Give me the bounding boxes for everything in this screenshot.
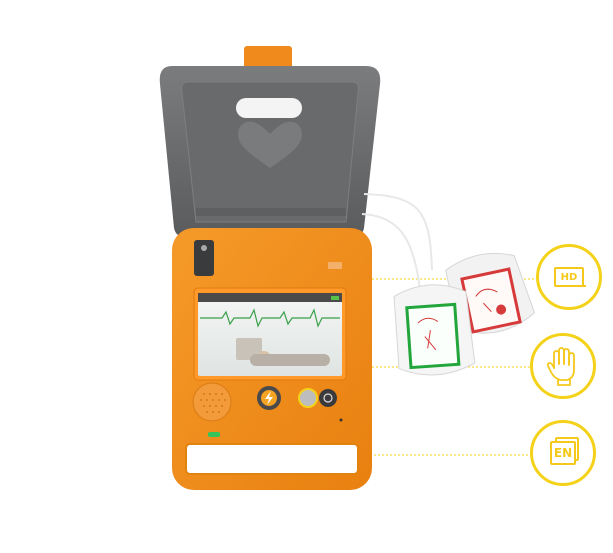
device-lid [159, 46, 381, 238]
speaker-grille [192, 382, 232, 422]
carry-handle[interactable] [185, 443, 359, 475]
screen-illustration-patient [250, 354, 330, 366]
screen-status-bar [198, 293, 342, 302]
electrode-pads [393, 252, 536, 376]
gloved-hand-icon [546, 347, 575, 386]
monitor-stand [556, 285, 586, 287]
cable-2 [361, 213, 421, 291]
child-mode-button[interactable] [298, 388, 318, 408]
status-led [339, 418, 343, 422]
cable-1 [363, 193, 433, 271]
device-badge [328, 262, 342, 269]
ecg-waveform [200, 308, 340, 328]
battery-icon [331, 296, 339, 300]
feature-gloves [530, 333, 596, 399]
device-body [172, 228, 372, 490]
power-button[interactable] [319, 389, 337, 407]
speaker-holes [200, 393, 226, 413]
lid-hinge-bar [196, 208, 346, 216]
feature-hd-screen: HD [536, 244, 602, 310]
pad-green [393, 284, 476, 376]
connector-port [194, 240, 214, 276]
lightning-icon [265, 391, 273, 405]
heart-emblem-icon [238, 121, 302, 168]
english-language-icon: EN [550, 441, 576, 465]
language-label: EN [553, 446, 573, 460]
port-indicator-icon [201, 245, 207, 251]
electrode-cables [361, 193, 433, 291]
power-icon [323, 393, 333, 403]
hd-monitor-icon: HD [554, 267, 584, 287]
ready-indicator [208, 432, 220, 437]
hd-label: HD [560, 271, 578, 283]
feature-english-language: EN [530, 420, 596, 486]
lid-handle-slot [236, 98, 302, 118]
